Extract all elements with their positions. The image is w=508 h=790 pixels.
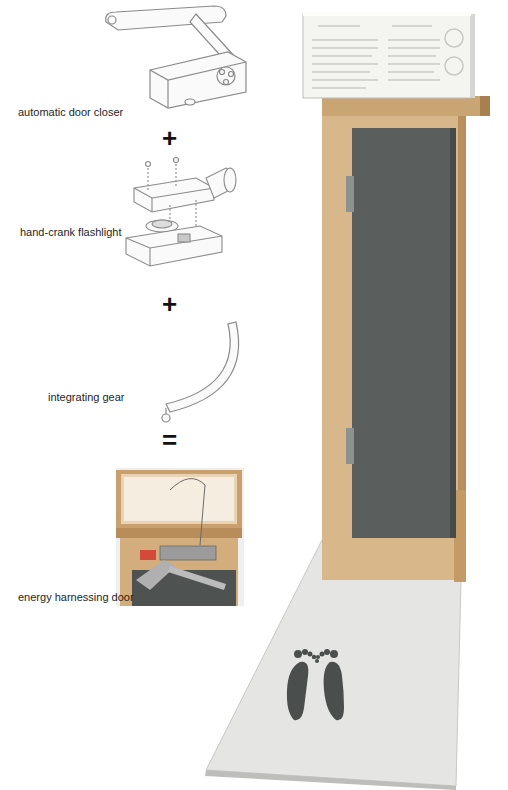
door-photo <box>116 468 244 606</box>
part-name: hand-crank flashlight <box>20 226 122 239</box>
flashlight-drawing <box>126 158 236 267</box>
equals-sign: = <box>162 426 177 454</box>
plus-sign: + <box>162 124 177 152</box>
plus-sign: + <box>162 290 177 318</box>
part-name: automatic door closer <box>18 106 123 119</box>
door-closer-drawing <box>106 6 246 108</box>
installation-render <box>205 12 490 790</box>
part-name: integrating gear <box>48 391 124 404</box>
gear-drawing <box>162 322 239 422</box>
footprints <box>287 649 344 720</box>
result-name: energy harnessing door <box>18 591 134 604</box>
